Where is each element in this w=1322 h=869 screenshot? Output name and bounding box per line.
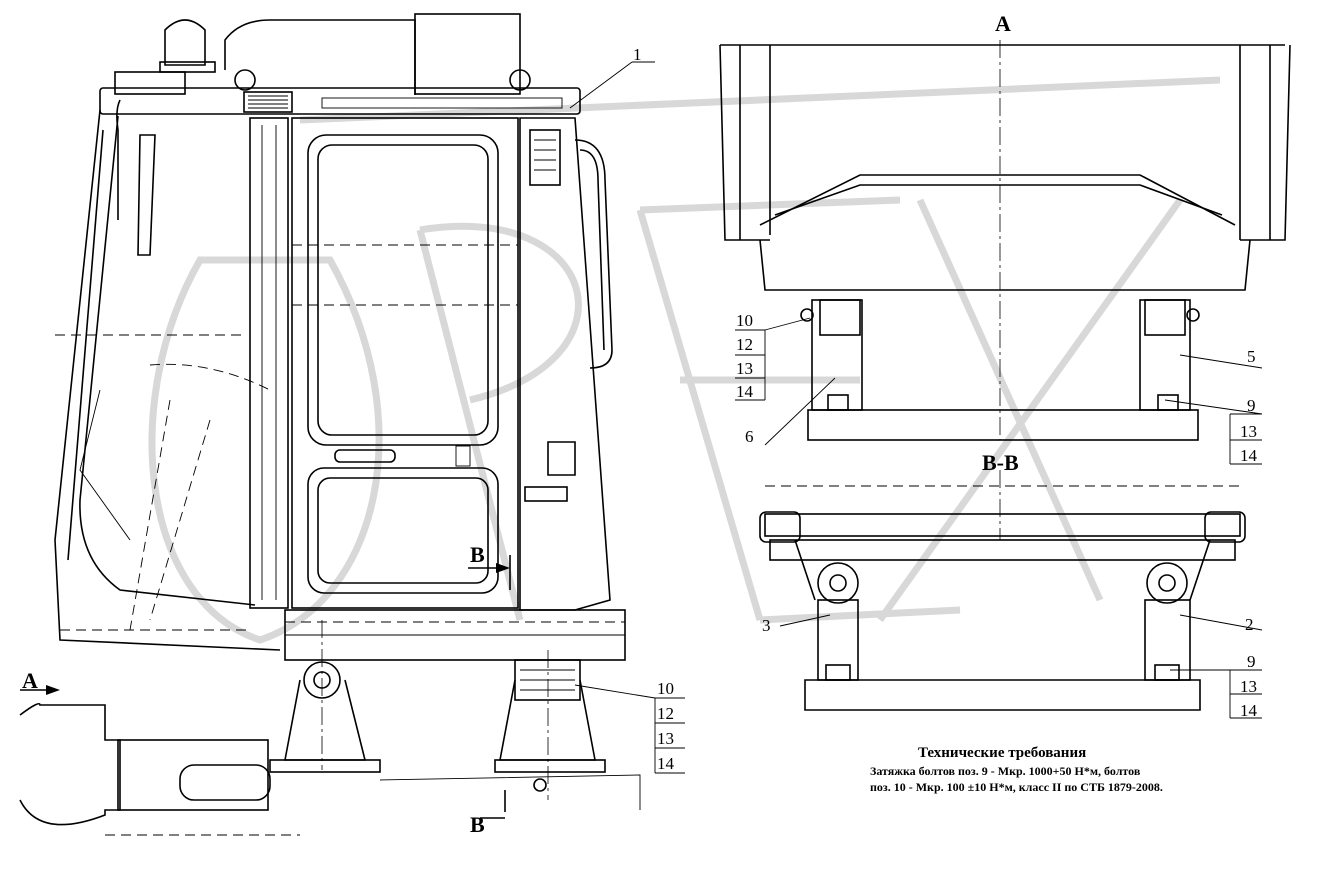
view-a-title: A [995,11,1011,36]
section-arrow-b-top-label: B [470,542,485,567]
callout-main-13: 13 [657,729,674,748]
callout-bb-2: 2 [1245,615,1254,634]
section-bb-leaders [779,614,1263,719]
callout-a-14: 14 [736,382,754,401]
callout-a-14b: 14 [1240,446,1258,465]
callout-a-12: 12 [736,335,753,354]
callout-a-10: 10 [736,311,753,330]
requirements-title: Технические требования [918,745,1087,761]
section-arrow-b-bottom-label: B [470,812,485,837]
callout-main-10: 10 [657,679,674,698]
callout-bb-13: 13 [1240,677,1257,696]
view-a-leaders [735,317,1263,465]
callout-bb-14: 14 [1240,701,1258,720]
requirements-line-2: поз. 10 - Мкр. 100 ±10 Н*м, класс II по … [870,780,1163,794]
callout-bb-9: 9 [1247,652,1256,671]
section-bb-drawing [759,470,1246,711]
callout-a-13: 13 [736,359,753,378]
requirements-line-1: Затяжка болтов поз. 9 - Мкр. 1000+50 Н*м… [870,764,1141,778]
main-leaders [569,61,685,774]
cab-mounts [269,659,606,792]
callout-a-6: 6 [745,427,754,446]
watermark-logo [148,76,1221,644]
callout-a-13b: 13 [1240,422,1257,441]
callout-a-9: 9 [1247,396,1256,415]
cab-side-view [54,13,626,800]
callout-main-14: 14 [657,754,675,773]
section-arrow-b-bottom [480,790,506,819]
callout-main-12: 12 [657,704,674,723]
view-a-drawing [719,40,1291,441]
callout-a-5: 5 [1247,347,1256,366]
section-arrow-b-top [468,555,511,590]
callout-bb-3: 3 [762,616,771,635]
view-arrow-a-label: A [22,668,38,693]
callout-1: 1 [633,45,642,64]
frame-fragment [19,702,641,836]
view-arrow-a [20,685,60,695]
section-bb-title: B-B [982,450,1019,475]
